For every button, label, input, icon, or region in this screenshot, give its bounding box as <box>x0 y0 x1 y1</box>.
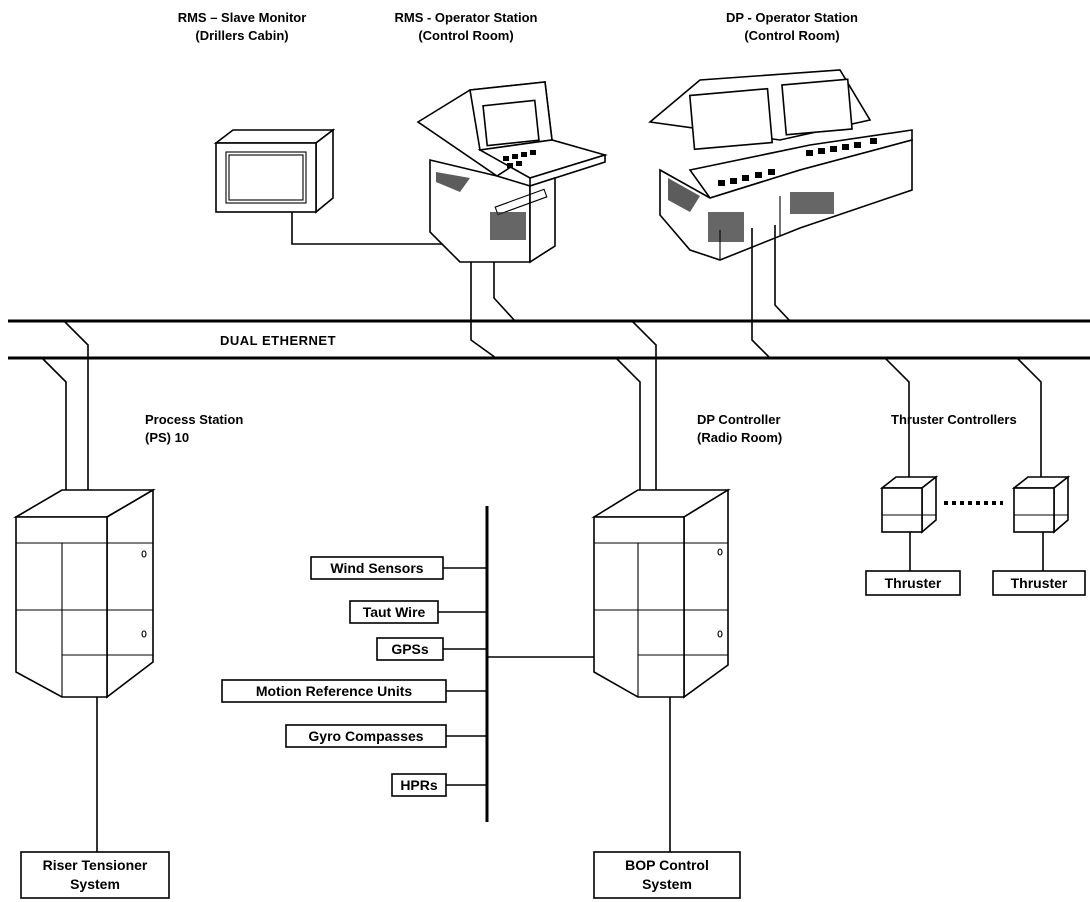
svg-text:Riser Tensioner: Riser Tensioner <box>43 857 148 873</box>
thruster-controller-2 <box>1011 475 1071 534</box>
dpc-link-b <box>615 357 641 490</box>
dpc-link-a <box>631 320 657 490</box>
dp-operator-station <box>648 69 913 261</box>
ps-link-b <box>41 357 67 490</box>
svg-text:(Radio Room): (Radio Room) <box>697 430 782 445</box>
svg-text:Thruster: Thruster <box>885 575 942 591</box>
slave-monitor <box>213 128 336 214</box>
thruster-link-1 <box>884 357 910 477</box>
thruster-controller-1 <box>879 475 939 534</box>
svg-text:RMS - Operator Station: RMS - Operator Station <box>394 10 537 25</box>
svg-text:(Drillers Cabin): (Drillers Cabin) <box>195 28 288 43</box>
svg-text:BOP Control: BOP Control <box>625 857 709 873</box>
svg-text:Gyro Compasses: Gyro Compasses <box>308 728 423 744</box>
thruster-controllers-caption: Thruster Controllers <box>891 412 1017 427</box>
dp-controller-caption: DP Controller (Radio Room) <box>697 412 782 445</box>
ps-link-a <box>63 320 89 490</box>
svg-text:(Control Room): (Control Room) <box>418 28 513 43</box>
thruster-1: Thruster <box>865 570 961 596</box>
rms-station-link-a <box>470 262 497 359</box>
svg-text:DP - Operator Station: DP - Operator Station <box>726 10 858 25</box>
rms-station-link-b <box>493 262 516 322</box>
rms-operator-station <box>416 81 608 264</box>
svg-text:GPSs: GPSs <box>391 641 429 657</box>
svg-text:(PS) 10: (PS) 10 <box>145 430 189 445</box>
sensor-hprs: HPRs <box>391 773 487 797</box>
bop-control-system: BOP Control System <box>593 851 741 899</box>
riser-tensioner-system: Riser Tensioner System <box>20 851 170 899</box>
svg-text:DP Controller: DP Controller <box>697 412 781 427</box>
slave-monitor-caption: RMS – Slave Monitor (Drillers Cabin) <box>178 10 307 43</box>
process-station-caption: Process Station (PS) 10 <box>145 412 243 445</box>
rms-station-caption: RMS - Operator Station (Control Room) <box>394 10 537 43</box>
sensor-mru: Motion Reference Units <box>221 679 487 703</box>
dp-controller-cabinet <box>591 488 731 699</box>
svg-text:RMS – Slave Monitor: RMS – Slave Monitor <box>178 10 307 25</box>
svg-text:System: System <box>70 876 120 892</box>
svg-text:Taut Wire: Taut Wire <box>363 604 426 620</box>
sensor-wind: Wind Sensors <box>310 556 487 580</box>
svg-text:HPRs: HPRs <box>400 777 438 793</box>
dp-station-link-a <box>751 228 771 359</box>
sensor-gpss: GPSs <box>376 637 487 661</box>
dp-station-caption: DP - Operator Station (Control Room) <box>726 10 858 43</box>
svg-text:Thruster: Thruster <box>1011 575 1068 591</box>
process-station-cabinet <box>13 488 156 699</box>
slave-monitor-link <box>291 212 448 245</box>
dp-station-link-b <box>774 225 791 322</box>
sensor-taut-wire: Taut Wire <box>349 600 487 624</box>
svg-text:(Control Room): (Control Room) <box>744 28 839 43</box>
thruster-link-2 <box>1016 357 1042 477</box>
svg-text:System: System <box>642 876 692 892</box>
network-label: DUAL ETHERNET <box>220 333 336 348</box>
thruster-2: Thruster <box>992 570 1086 596</box>
sensor-gyro: Gyro Compasses <box>285 724 487 748</box>
svg-text:Motion Reference Units: Motion Reference Units <box>256 683 413 699</box>
svg-text:Process Station: Process Station <box>145 412 243 427</box>
svg-text:Wind Sensors: Wind Sensors <box>330 560 423 576</box>
